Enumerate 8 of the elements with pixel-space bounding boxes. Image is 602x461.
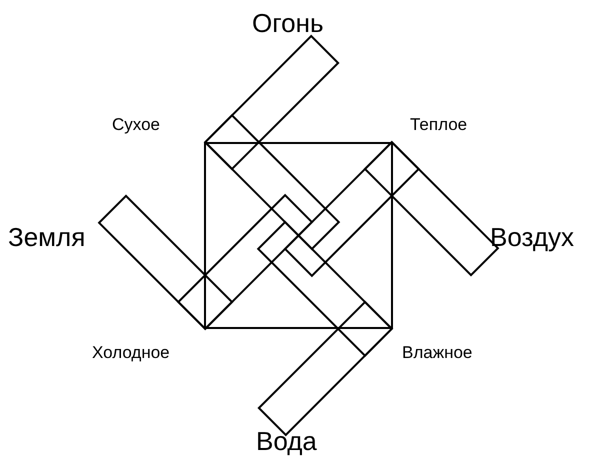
element-label: Сухое xyxy=(112,116,160,133)
element-label: Воздух xyxy=(490,224,574,250)
element-label: Земля xyxy=(8,224,86,250)
element-label: Холодное xyxy=(92,344,170,361)
element-label: Вода xyxy=(256,428,317,454)
element-label: Теплое xyxy=(410,116,468,133)
element-label: Влажное xyxy=(402,344,472,361)
element-label: Огонь xyxy=(252,10,324,36)
